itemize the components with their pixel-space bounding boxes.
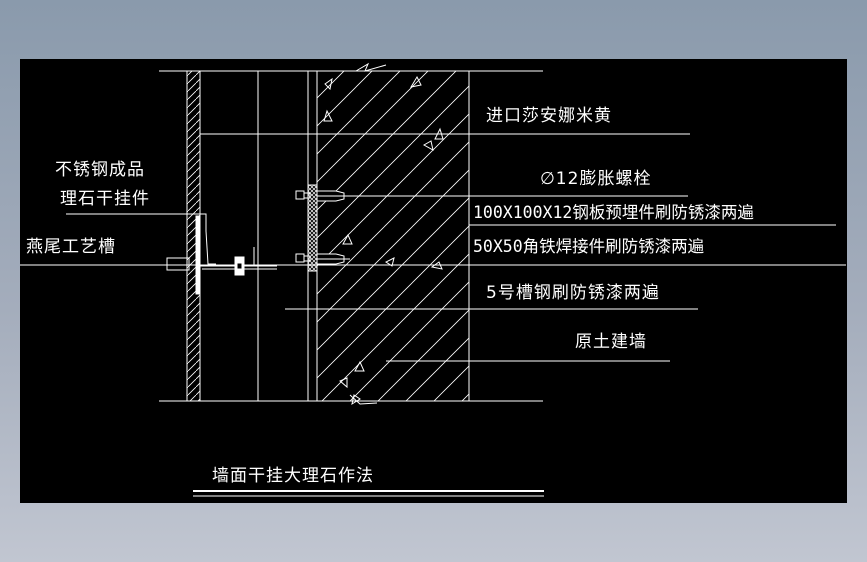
break-line-top — [355, 62, 387, 72]
label-expansion-bolt: ∅12膨胀螺栓 — [540, 169, 652, 189]
dovetail-groove-shape — [166, 257, 190, 271]
stainless-steel-hanger — [195, 213, 277, 295]
drawing-title: 墙面干挂大理石作法 — [212, 466, 374, 486]
label-stainless-hanger-line1: 不锈钢成品 — [55, 160, 145, 180]
label-marble: 进口莎安娜米黄 — [486, 106, 612, 126]
label-channel-steel: 5号槽钢刷防锈漆两遍 — [486, 283, 660, 303]
expansion-bolt-lower — [295, 253, 350, 265]
cad-drawing-canvas[interactable]: 不锈钢成品 理石干挂件 燕尾工艺槽 进口莎安娜米黄 ∅12膨胀螺栓 100X10… — [20, 59, 847, 503]
label-angle-iron: 50X50角铁焊接件刷防锈漆两遍 — [473, 237, 705, 256]
label-dovetail-groove: 燕尾工艺槽 — [26, 237, 116, 257]
concrete-aggregate-marks — [323, 75, 444, 406]
section-detail-drawing — [20, 62, 846, 497]
label-embedded-plate: 100X100X12钢板预埋件刷防锈漆两遍 — [473, 203, 754, 222]
original-wall-hatch — [316, 70, 470, 402]
expansion-bolt-upper — [295, 190, 350, 202]
label-original-wall: 原土建墙 — [575, 332, 647, 352]
label-stainless-hanger-line2: 理石干挂件 — [60, 189, 150, 209]
embedded-steel-plate — [307, 184, 318, 272]
